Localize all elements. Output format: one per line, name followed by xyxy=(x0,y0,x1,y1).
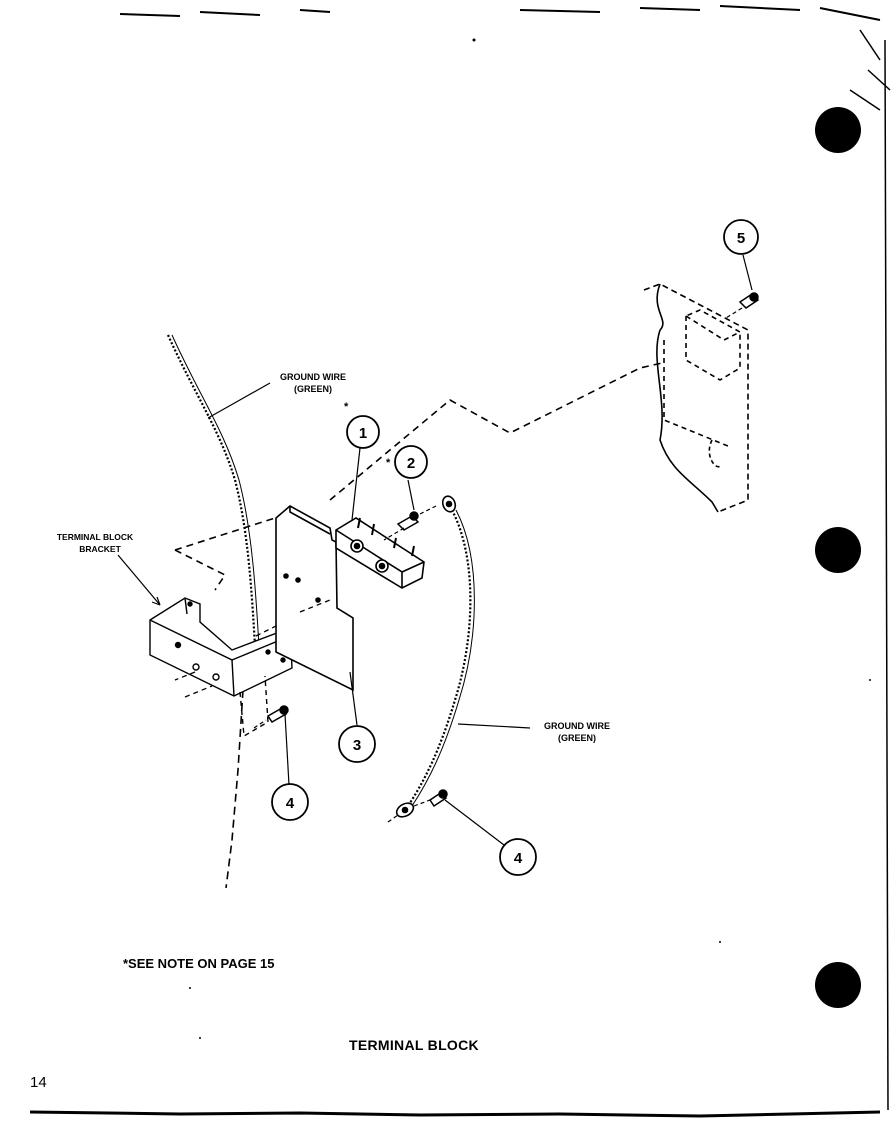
callout-1: * 1 xyxy=(344,401,380,449)
callout-5-number: 5 xyxy=(737,230,745,247)
binder-hole-top xyxy=(815,107,861,153)
bracket-label-2: BRACKET xyxy=(79,544,121,554)
callout-4a-number: 4 xyxy=(286,795,295,812)
ground-wire-top-label-1: GROUND WIRE xyxy=(280,372,346,382)
scan-edge-top xyxy=(119,5,891,111)
leader-callout-3 xyxy=(349,671,358,726)
footnote: *SEE NOTE ON PAGE 15 xyxy=(123,956,275,971)
callout-2: * 2 xyxy=(386,445,428,479)
ground-wire-bottom-label-1: GROUND WIRE xyxy=(544,721,610,731)
page-number: 14 xyxy=(30,1074,47,1091)
ring-terminal-bottom xyxy=(395,802,415,818)
screw-item-2 xyxy=(396,511,420,531)
callout-1-number: 1 xyxy=(359,425,367,442)
callout-5: 5 xyxy=(723,219,759,255)
bracket-label-1: TERMINAL BLOCK xyxy=(57,532,134,542)
leader-ground-wire-bottom xyxy=(457,723,531,729)
leader-callout-4b xyxy=(444,799,505,846)
scan-edge-bottom xyxy=(29,39,889,1118)
leader-bracket xyxy=(117,554,161,606)
callout-3-number: 3 xyxy=(353,737,361,754)
callout-1-asterisk: * xyxy=(344,401,349,413)
leader-callout-4a xyxy=(284,713,290,786)
callout-4a: 4 xyxy=(271,783,309,821)
terminal-block xyxy=(335,517,425,589)
ring-terminal-top xyxy=(441,495,457,513)
callout-4b: 4 xyxy=(499,838,537,876)
leader-callout-1 xyxy=(351,447,361,521)
ground-wire-bottom xyxy=(407,509,472,807)
screw-item-5 xyxy=(738,292,760,309)
terminal-mounting-plate xyxy=(275,505,354,692)
screw-item-4-left xyxy=(266,705,289,723)
ground-wire-top xyxy=(166,334,258,666)
binder-hole-middle xyxy=(815,527,861,573)
dashed-wall-line xyxy=(225,689,244,889)
callout-3: 3 xyxy=(338,725,376,763)
ground-wire-top-label-2: (GREEN) xyxy=(294,384,332,394)
callout-2-asterisk: * xyxy=(386,457,391,469)
leader-callout-5 xyxy=(742,254,753,291)
callout-2-number: 2 xyxy=(407,455,415,472)
binder-hole-bottom xyxy=(815,962,861,1008)
diagram-caption: TERMINAL BLOCK xyxy=(349,1037,479,1053)
screw-item-4-bottom xyxy=(428,789,448,808)
leader-ground-wire-top xyxy=(207,382,271,419)
callout-4b-number: 4 xyxy=(514,850,523,867)
cabinet-section xyxy=(643,283,749,513)
leader-callout-2 xyxy=(407,479,415,511)
ground-wire-bottom-label-2: (GREEN) xyxy=(558,733,596,743)
